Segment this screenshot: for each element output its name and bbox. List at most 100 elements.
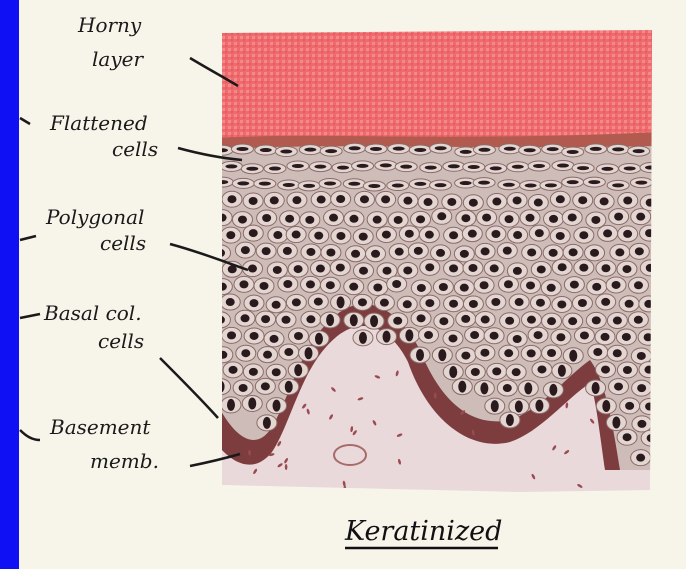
nucleus [226,231,235,239]
nucleus [447,198,456,206]
nucleus [480,349,489,357]
nucleus [557,300,566,308]
nucleus [216,316,225,324]
nucleus [512,368,521,376]
nucleus [373,216,382,224]
nucleus [383,331,391,343]
nucleus [637,352,646,360]
nucleus [225,164,237,168]
nucleus [326,314,334,326]
nucleus [449,300,458,308]
nucleus [492,198,501,206]
nucleus [438,349,446,361]
nucleus [590,147,602,151]
nucleus [601,298,610,306]
nucleus [478,148,490,152]
nucleus [547,284,556,292]
nucleus [226,298,235,306]
nucleus [491,230,500,238]
nucleus [314,165,326,169]
nucleus [241,314,250,322]
nucleus [526,281,535,289]
nucleus [537,365,546,373]
tissue-block [210,30,662,500]
nucleus [263,417,271,429]
connective-nucleus [285,464,288,470]
nucleus [326,281,335,289]
nucleus [425,231,434,239]
nucleus [439,283,448,291]
nucleus [613,349,622,357]
nucleus [481,247,490,255]
nucleus [348,182,360,186]
nucleus [336,232,345,240]
label-polygonal-line2: cells [100,231,146,255]
nucleus [622,265,631,273]
nucleus [492,367,501,375]
nucleus [449,231,458,239]
label-horny-line1: Horny [77,13,142,37]
nucleus [437,212,446,220]
nucleus [329,214,338,222]
nucleus [414,247,423,255]
nucleus [645,166,657,170]
nucleus [635,181,647,185]
nucleus [315,333,323,345]
nucleus [644,366,653,374]
nucleus [534,331,543,339]
cell-body [211,145,233,155]
nucleus [273,231,282,239]
nucleus [336,195,345,203]
nucleus [460,250,469,258]
nucleus [547,349,556,357]
nucleus [294,332,303,340]
nucleus [622,333,631,341]
nucleus [460,150,472,154]
nucleus [249,197,258,205]
nucleus [383,267,392,275]
nucleus [569,248,578,256]
nucleus [491,400,499,412]
nucleus [218,283,227,291]
nucleus [324,181,336,185]
nucleus [623,433,632,441]
nucleus [314,232,323,240]
nucleus [535,400,543,412]
nucleus [316,265,325,273]
nucleus [524,148,536,152]
nucleus [549,215,558,223]
nucleus [590,249,599,257]
nucleus [578,196,587,204]
nucleus [623,366,632,374]
nucleus [227,195,236,203]
label-basement-line1: Basement [49,415,151,439]
horny-layer [215,30,660,142]
nucleus [395,248,404,256]
nucleus [229,366,238,374]
nucleus [468,230,477,238]
nucleus [625,402,634,410]
nucleus [368,184,380,188]
nucleus [534,199,543,207]
nucleus [612,417,620,429]
nucleus [480,382,488,394]
nucleus [578,299,587,307]
nucleus [292,196,301,204]
nucleus [392,280,401,288]
nucleus [284,348,293,356]
nucleus [285,215,294,223]
nucleus [614,213,623,221]
label-basal-line1: Basal col. [43,301,142,325]
label-horny-line2: layer [92,47,144,71]
nucleus [448,334,457,342]
nucleus [504,147,516,151]
nucleus [503,183,515,187]
nucleus [303,184,315,188]
nucleus [435,146,447,150]
left-mark-4 [20,430,40,440]
nucleus [359,332,367,344]
nucleus [558,263,567,271]
nucleus [292,164,304,168]
nucleus [272,368,281,376]
nucleus [470,331,479,339]
